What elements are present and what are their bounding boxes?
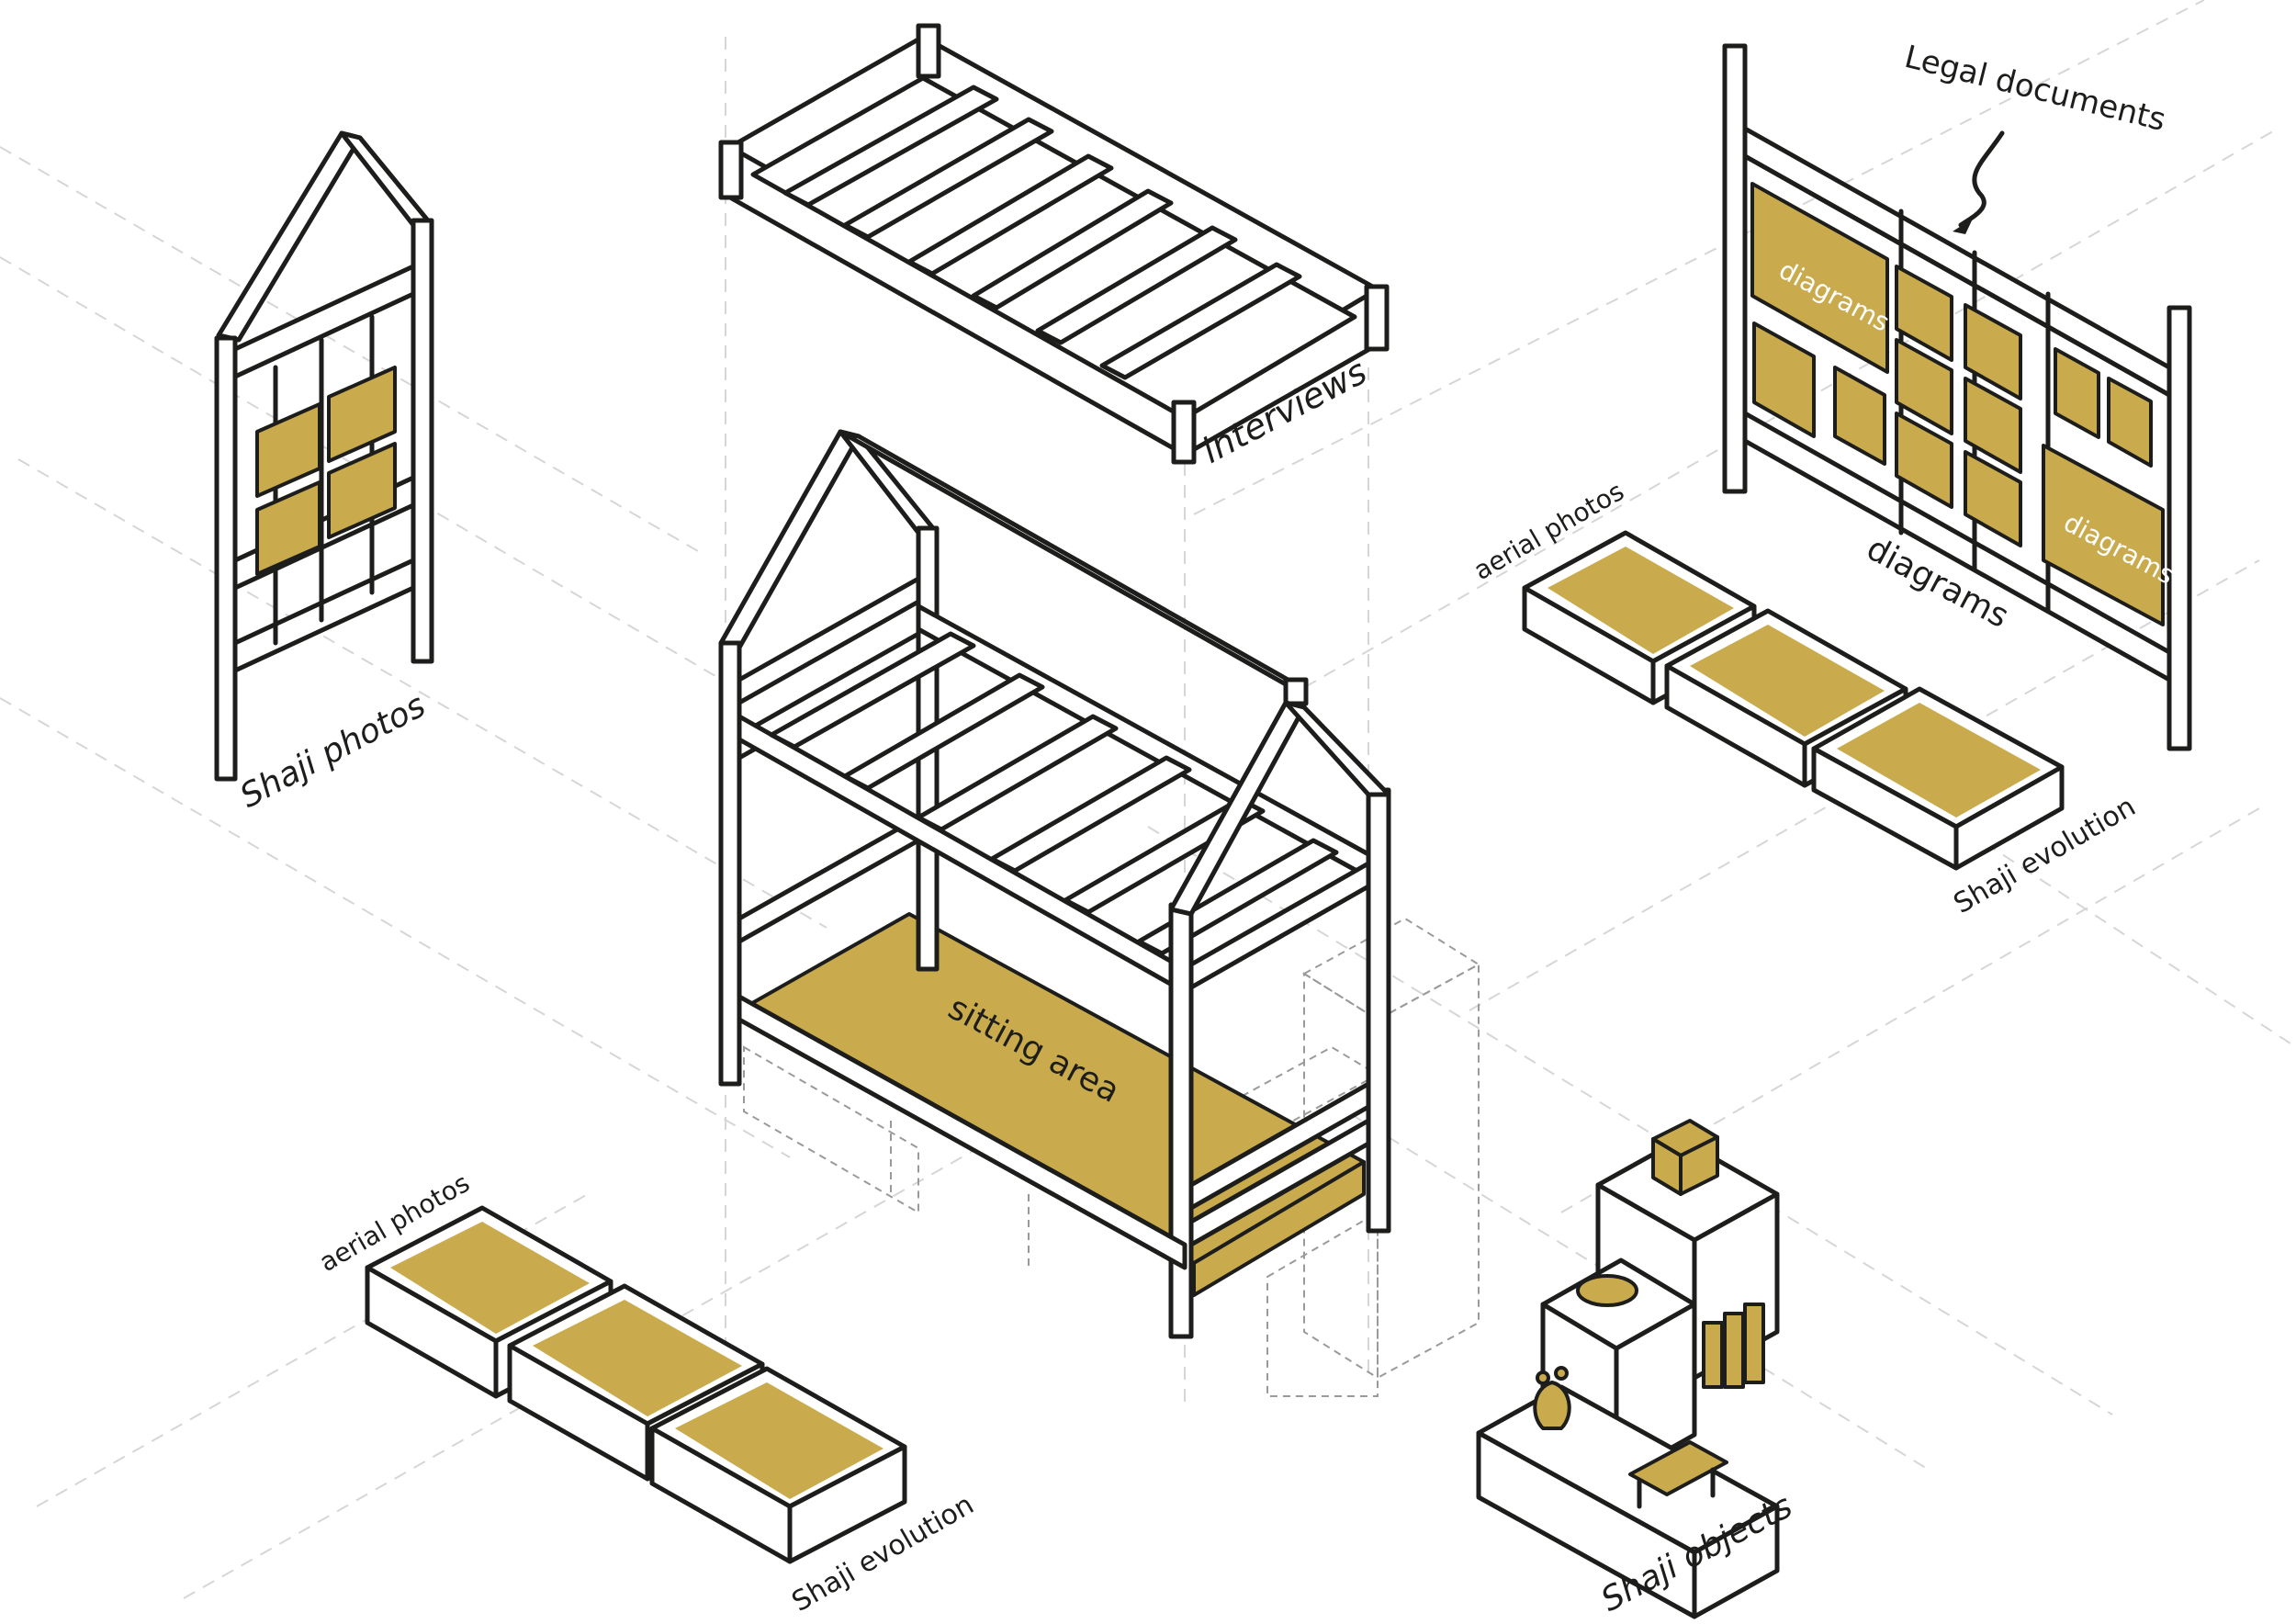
documents-board-sheets xyxy=(1750,182,2165,626)
photo-panel-photos xyxy=(255,366,397,576)
shelf-objects xyxy=(1533,1119,1765,1509)
documents-board-frame xyxy=(1722,43,2192,751)
drawers-left xyxy=(365,1205,907,1564)
bed-slat-frame xyxy=(718,23,1390,465)
photo-panel-frame xyxy=(214,130,434,782)
shaji-photos-label: Shaji photos xyxy=(234,687,432,816)
legal-documents-label: Legal documents xyxy=(1901,39,2169,139)
bunk-bed-frame xyxy=(718,429,1391,1339)
legal-documents-arrow xyxy=(1953,130,2005,234)
drawers-right xyxy=(1522,530,2065,871)
